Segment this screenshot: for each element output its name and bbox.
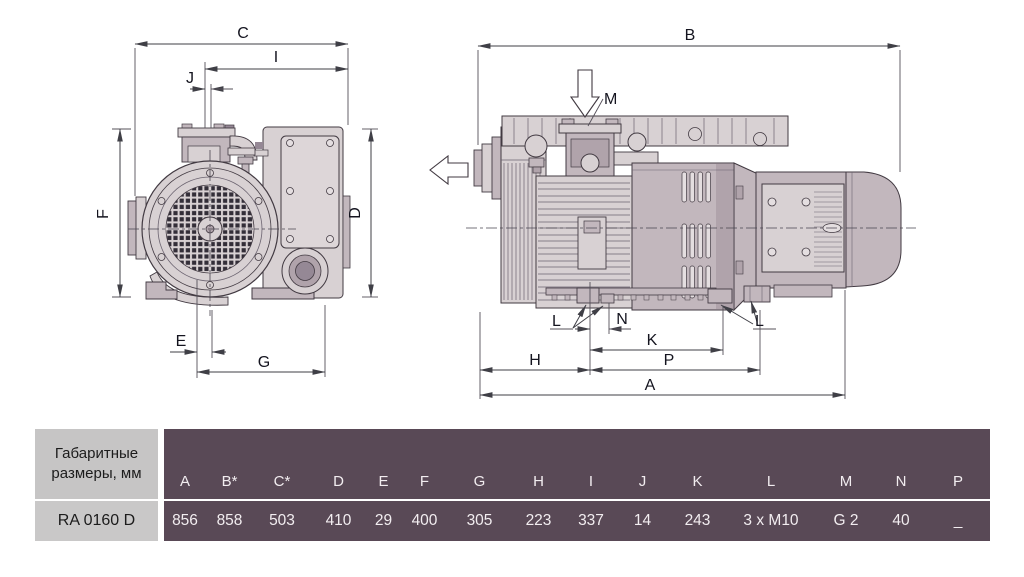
- dimension-p: P: [589, 352, 761, 373]
- dimension-h: H: [479, 352, 591, 373]
- col-header-j: J: [638, 473, 647, 490]
- dimension-g: G: [196, 305, 326, 377]
- dim-label-n: N: [616, 311, 628, 328]
- dimension-b: B: [477, 27, 901, 172]
- value-b: 858: [216, 512, 243, 529]
- inlet-flange: [177, 123, 236, 163]
- pump-fin-block: [535, 175, 633, 309]
- panel-screws: [286, 139, 334, 243]
- dimension-a: A: [479, 377, 846, 398]
- inlet-port: [558, 118, 622, 178]
- side-view-drawing: M B N K H P: [429, 27, 916, 399]
- motor: [755, 171, 902, 289]
- dimension-n: N: [575, 311, 631, 332]
- value-l: 3 x M10: [743, 512, 799, 529]
- value-p: _: [953, 512, 963, 529]
- dim-label-i: I: [274, 49, 278, 66]
- col-header-b: B*: [221, 473, 238, 490]
- dimension-f: F: [95, 128, 131, 298]
- inlet-flow-arrow: [569, 69, 601, 118]
- dim-label-g: G: [258, 354, 270, 371]
- col-header-n: N: [895, 473, 907, 490]
- exhaust-flow-arrow: [429, 154, 469, 186]
- dimension-d: D: [347, 128, 378, 298]
- col-header-e: E: [378, 473, 389, 490]
- vented-cylinder: [631, 162, 735, 311]
- dim-label-a: A: [645, 377, 656, 394]
- col-header-i: I: [588, 473, 594, 490]
- col-header-l: L: [766, 473, 776, 490]
- value-e: 29: [374, 512, 393, 529]
- table-header-row: A B* C* D E F G H I J K L M N P: [164, 429, 990, 499]
- value-g: 305: [466, 512, 493, 529]
- dim-label-j: J: [186, 70, 194, 87]
- value-i: 337: [578, 512, 604, 529]
- dimension-j: J: [186, 70, 233, 128]
- mounting-feet: [576, 284, 833, 304]
- value-j: 14: [633, 512, 652, 529]
- dimension-l-right: L: [720, 300, 776, 330]
- value-n: 40: [892, 512, 910, 529]
- table-title-line1: Габаритные: [54, 445, 139, 463]
- table-title-line2: размеры, мм: [51, 465, 142, 482]
- col-header-k: K: [692, 473, 703, 490]
- value-k: 243: [684, 512, 711, 529]
- dim-label-c: C: [237, 25, 249, 42]
- dim-label-l-right: L: [755, 313, 764, 330]
- value-f: 400: [411, 512, 438, 529]
- col-header-m: M: [839, 473, 853, 490]
- dim-label-e: E: [176, 333, 187, 350]
- col-header-p: P: [952, 473, 963, 490]
- dim-label-f: F: [95, 209, 112, 219]
- value-c: 503: [269, 512, 295, 529]
- dim-label-l-left: L: [552, 313, 561, 330]
- dimension-e: E: [170, 280, 226, 378]
- table-value-row: 856 858 503 410 29 400 305 223 337 14 24…: [164, 501, 990, 541]
- oil-port: [281, 247, 329, 295]
- col-header-h: H: [533, 473, 544, 490]
- col-header-a: A: [179, 473, 190, 490]
- dimension-c: C: [134, 25, 349, 196]
- table-values-block: A B* C* D E F G H I J K L M N P 856 858 …: [164, 429, 990, 541]
- value-h: 223: [525, 512, 552, 529]
- col-header-g: G: [473, 473, 486, 490]
- front-view-drawing: C I J F D: [95, 25, 378, 378]
- dimensions-table: Габаритные размеры, мм RA 0160 D A B* C*…: [35, 429, 990, 541]
- dim-label-m: M: [604, 91, 617, 108]
- dim-label-h: H: [529, 352, 541, 369]
- col-header-c: C*: [273, 473, 291, 490]
- dim-label-k: K: [647, 332, 658, 349]
- value-d: 410: [325, 512, 352, 529]
- value-m: G 2: [833, 512, 859, 529]
- dimension-l-left: L: [550, 304, 604, 330]
- dim-label-p: P: [664, 352, 675, 369]
- rail-ribs: [513, 118, 775, 146]
- dimension-k: K: [589, 332, 724, 353]
- table-title: Габаритные размеры, мм: [35, 429, 158, 499]
- dim-label-d: D: [347, 207, 364, 219]
- technical-drawing: C I J F D: [95, 25, 916, 399]
- value-a: 856: [172, 512, 198, 529]
- table-row-labels: Габаритные размеры, мм RA 0160 D: [35, 429, 158, 541]
- model-name: RA 0160 D: [35, 501, 158, 541]
- col-header-f: F: [419, 473, 430, 490]
- dimension-i: I: [204, 49, 349, 128]
- col-header-d: D: [333, 473, 344, 490]
- dim-label-b: B: [685, 27, 696, 44]
